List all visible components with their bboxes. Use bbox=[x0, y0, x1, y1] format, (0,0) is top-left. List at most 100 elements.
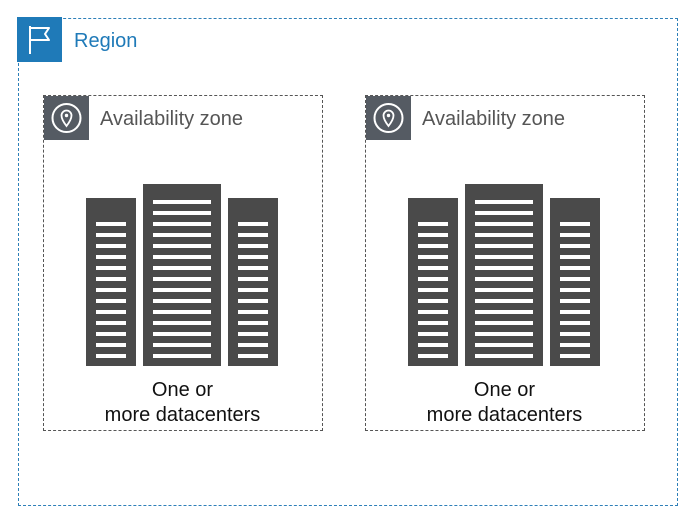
datacenter-slat bbox=[153, 332, 211, 336]
datacenter-slat bbox=[475, 266, 533, 270]
datacenter-slat bbox=[96, 343, 126, 347]
datacenter-slat bbox=[96, 266, 126, 270]
datacenter-slat bbox=[96, 277, 126, 281]
datacenter-slat bbox=[560, 222, 590, 226]
datacenter-slat bbox=[153, 233, 211, 237]
availability-zone-2: Availability zone One or more datacenter… bbox=[365, 95, 645, 431]
datacenter-slat bbox=[96, 332, 126, 336]
datacenter-slat bbox=[238, 255, 268, 259]
datacenter-slat bbox=[153, 266, 211, 270]
datacenter-slat bbox=[238, 332, 268, 336]
datacenter-slat bbox=[560, 233, 590, 237]
datacenter-slat bbox=[475, 299, 533, 303]
datacenter-slat bbox=[475, 310, 533, 314]
datacenter-slat bbox=[560, 343, 590, 347]
datacenter-slat bbox=[475, 211, 533, 215]
flag-icon bbox=[17, 17, 62, 62]
datacenter-slat bbox=[418, 321, 448, 325]
datacenter-slat bbox=[153, 277, 211, 281]
datacenter-slat bbox=[418, 343, 448, 347]
datacenter-slat bbox=[418, 299, 448, 303]
datacenter-caption: One or more datacenters bbox=[44, 378, 321, 428]
datacenter-slat bbox=[238, 277, 268, 281]
datacenter-slat bbox=[153, 255, 211, 259]
datacenter-slat bbox=[153, 200, 211, 204]
datacenter-slat bbox=[475, 277, 533, 281]
datacenter-slat bbox=[96, 255, 126, 259]
datacenter-building-icon bbox=[86, 184, 282, 370]
datacenter-slat bbox=[475, 288, 533, 292]
datacenter-slat bbox=[418, 277, 448, 281]
datacenter-slat bbox=[475, 343, 533, 347]
datacenter-building-icon bbox=[408, 184, 604, 370]
datacenter-slat bbox=[238, 299, 268, 303]
datacenter-slat bbox=[475, 321, 533, 325]
datacenter-slat bbox=[153, 354, 211, 358]
datacenter-caption-line-1: One or bbox=[151, 379, 214, 401]
datacenter-slat bbox=[96, 288, 126, 292]
datacenter-slat bbox=[560, 255, 590, 259]
datacenter-slat bbox=[418, 266, 448, 270]
datacenter-slat bbox=[560, 288, 590, 292]
datacenter-slat bbox=[418, 244, 448, 248]
datacenter-slat bbox=[238, 244, 268, 248]
datacenter-slat bbox=[96, 233, 126, 237]
datacenter-slat bbox=[560, 277, 590, 281]
datacenter-slat bbox=[96, 222, 126, 226]
datacenter-slat bbox=[96, 244, 126, 248]
availability-zone-1: Availability zone One or more datacenter… bbox=[43, 95, 323, 431]
location-pin-icon bbox=[44, 96, 89, 140]
datacenter-slat bbox=[238, 222, 268, 226]
location-pin-icon bbox=[366, 96, 411, 140]
datacenter-slat bbox=[418, 310, 448, 314]
region-boundary bbox=[18, 18, 678, 506]
datacenter-slat bbox=[238, 310, 268, 314]
datacenter-caption-line-2: more datacenters bbox=[104, 404, 261, 426]
region-label: Region bbox=[74, 30, 138, 52]
datacenter-slat bbox=[560, 332, 590, 336]
datacenter-slat bbox=[418, 222, 448, 226]
datacenter-slat bbox=[560, 310, 590, 314]
datacenter-slat bbox=[238, 321, 268, 325]
datacenter-slat bbox=[475, 244, 533, 248]
datacenter-slat bbox=[560, 321, 590, 325]
datacenter-slat bbox=[418, 233, 448, 237]
datacenter-slat bbox=[418, 354, 448, 358]
datacenter-slat bbox=[560, 354, 590, 358]
datacenter-slat bbox=[418, 288, 448, 292]
datacenter-slat bbox=[153, 310, 211, 314]
datacenter-slat bbox=[475, 222, 533, 226]
datacenter-slat bbox=[475, 354, 533, 358]
availability-zone-label: Availability zone bbox=[100, 108, 244, 130]
datacenter-slat bbox=[475, 332, 533, 336]
datacenter-slat bbox=[96, 321, 126, 325]
datacenter-slat bbox=[238, 288, 268, 292]
availability-zone-label: Availability zone bbox=[422, 108, 566, 130]
datacenter-slat bbox=[153, 244, 211, 248]
datacenter-slat bbox=[96, 310, 126, 314]
datacenter-slat bbox=[560, 244, 590, 248]
datacenter-slat bbox=[238, 343, 268, 347]
datacenter-caption-line-1: One or bbox=[473, 379, 536, 401]
datacenter-slat bbox=[475, 255, 533, 259]
datacenter-slat bbox=[153, 343, 211, 347]
datacenter-slat bbox=[238, 354, 268, 358]
datacenter-slat bbox=[475, 233, 533, 237]
datacenter-slat bbox=[238, 266, 268, 270]
datacenter-slat bbox=[560, 266, 590, 270]
datacenter-slat bbox=[475, 200, 533, 204]
datacenter-slat bbox=[96, 354, 126, 358]
datacenter-slat bbox=[418, 332, 448, 336]
datacenter-slat bbox=[153, 288, 211, 292]
datacenter-slat bbox=[153, 321, 211, 325]
datacenter-slat bbox=[418, 255, 448, 259]
datacenter-slat bbox=[560, 299, 590, 303]
datacenter-slat bbox=[153, 211, 211, 215]
datacenter-caption: One or more datacenters bbox=[366, 378, 643, 428]
datacenter-caption-line-2: more datacenters bbox=[426, 404, 583, 426]
datacenter-slat bbox=[153, 222, 211, 226]
datacenter-slat bbox=[153, 299, 211, 303]
datacenter-slat bbox=[238, 233, 268, 237]
datacenter-slat bbox=[96, 299, 126, 303]
